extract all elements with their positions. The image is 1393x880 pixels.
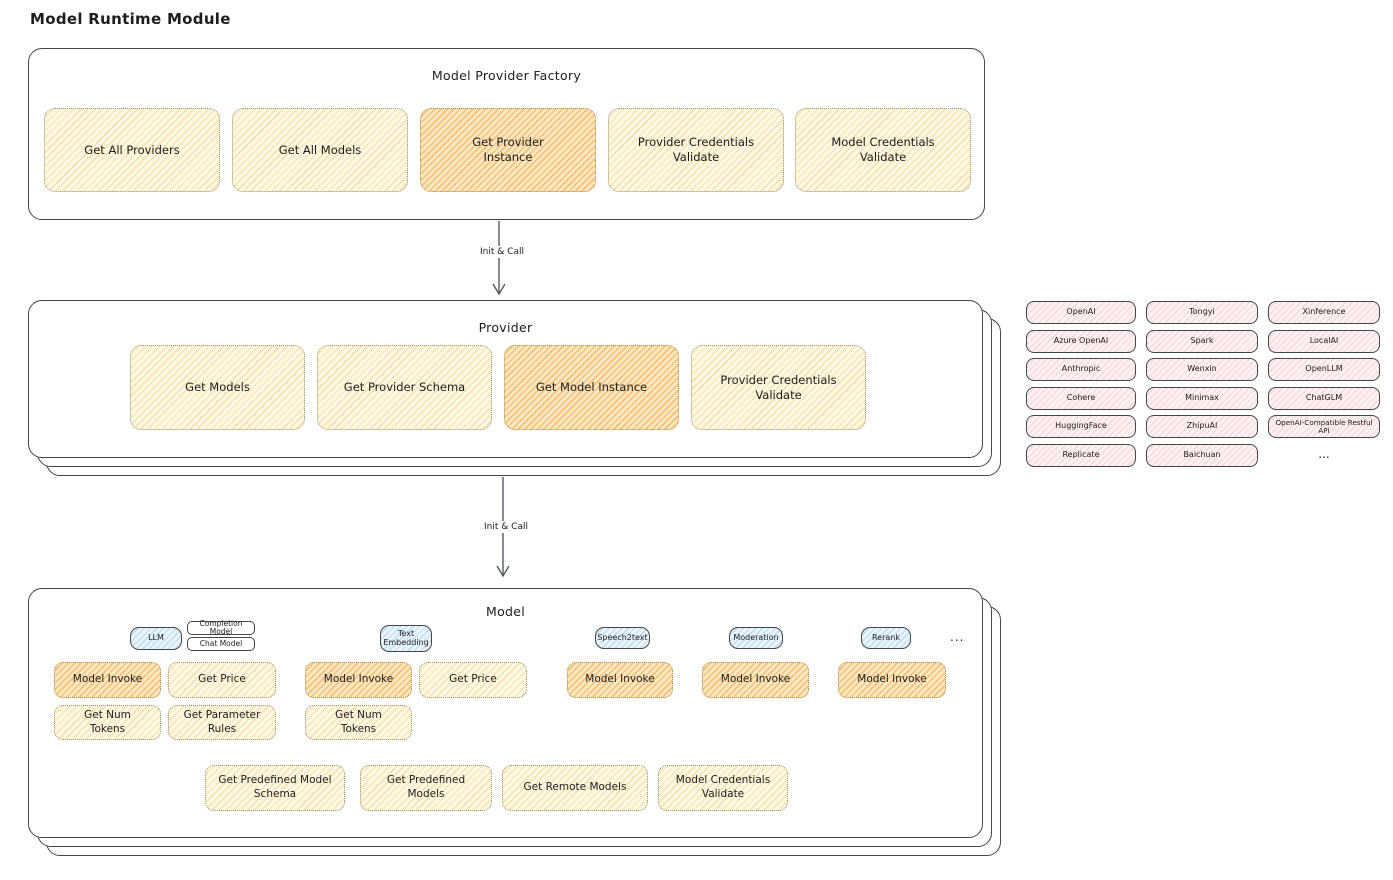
node-get-provider-instance: Get Provider Instance (420, 108, 596, 192)
provider-pill-azure-openai: Azure OpenAI (1026, 329, 1136, 353)
node-label: Get Price (449, 673, 497, 686)
factory-title: Model Provider Factory (431, 68, 582, 83)
node-label: Model Invoke (72, 673, 143, 686)
arrow-label-init-call-2: Init & Call (474, 521, 538, 533)
node-get-remote-models: Get Remote Models (502, 765, 648, 811)
tag-text-embedding: Text Embedding (380, 625, 432, 652)
node-get-all-models: Get All Models (232, 108, 408, 192)
provider-pill-localai: LocalAI (1268, 329, 1380, 353)
node-model-credentials-validate-2: Model Credentials Validate (658, 765, 788, 811)
node-label: Provider Credentials Validate (720, 372, 837, 402)
provider-pill-chatglm: ChatGLM (1268, 386, 1380, 410)
node-model-invoke-llm: Model Invoke (54, 662, 161, 698)
provider-pill-openai-compatible: OpenAI-Compatible Restful API (1268, 415, 1380, 438)
tag-speech2text: Speech2text (595, 627, 650, 649)
provider-pill-minimax: Minimax (1146, 386, 1258, 410)
tag-llm: LLM (130, 627, 182, 650)
node-label: Get Num Tokens (84, 708, 131, 735)
node-label: Model Credentials Validate (675, 774, 771, 800)
node-get-all-providers: Get All Providers (44, 108, 220, 192)
node-model-credentials-validate: Model Credentials Validate (795, 108, 971, 192)
node-get-predefined-model-schema: Get Predefined Model Schema (205, 765, 345, 811)
tags-more-ellipsis: ... (950, 630, 965, 644)
node-label: Model Invoke (323, 673, 394, 686)
node-model-invoke-rerank: Model Invoke (838, 662, 946, 698)
provider-pill-baichuan: Baichuan (1146, 443, 1258, 467)
provider-pill-anthropic: Anthropic (1026, 358, 1136, 381)
node-get-price-embedding: Get Price (419, 662, 527, 698)
node-label: Model Invoke (585, 673, 655, 686)
node-label: Get Predefined Models (386, 774, 466, 800)
node-label: Get Provider Schema (343, 380, 466, 395)
node-model-invoke-embedding: Model Invoke (305, 662, 412, 698)
node-label: Get Num Tokens (335, 708, 382, 735)
node-get-model-instance: Get Model Instance (504, 345, 679, 430)
provider-title: Provider (478, 320, 533, 335)
provider-pill-spark: Spark (1146, 329, 1258, 353)
node-get-num-tokens-llm: Get Num Tokens (54, 705, 161, 740)
node-label: Get Provider Instance (472, 135, 544, 164)
page-title: Model Runtime Module (30, 10, 231, 28)
tag-chat-model: Chat Model (187, 637, 255, 651)
node-label: Get Models (185, 380, 250, 395)
node-model-invoke-moderation: Model Invoke (702, 662, 809, 698)
node-label: Model Credentials Validate (831, 135, 935, 164)
node-label: Provider Credentials Validate (637, 135, 755, 164)
providers-grid: OpenAI Tongyi Xinference Azure OpenAI Sp… (1026, 301, 1380, 467)
provider-pill-zhipuai: ZhipuAI (1146, 415, 1258, 438)
node-get-num-tokens-embedding: Get Num Tokens (305, 705, 412, 740)
node-get-provider-schema: Get Provider Schema (317, 345, 492, 430)
provider-pill-tongyi: Tongyi (1146, 301, 1258, 324)
node-get-predefined-models: Get Predefined Models (360, 765, 492, 811)
provider-pill-replicate: Replicate (1026, 443, 1136, 467)
node-get-price-llm: Get Price (168, 662, 276, 698)
provider-pill-xinference: Xinference (1268, 301, 1380, 324)
provider-pill-more: ... (1318, 447, 1330, 462)
node-label: Get Predefined Model Schema (218, 774, 332, 800)
provider-pill-cohere: Cohere (1026, 386, 1136, 410)
node-get-parameter-rules: Get Parameter Rules (168, 705, 276, 740)
node-label: Get Parameter Rules (183, 708, 261, 735)
node-label: Get All Providers (84, 142, 180, 157)
arrow-factory-to-provider (492, 221, 506, 296)
tag-moderation: Moderation (729, 627, 783, 649)
tag-rerank: Rerank (861, 627, 911, 649)
node-label: Get Remote Models (523, 781, 627, 794)
node-model-invoke-speech2text: Model Invoke (567, 662, 673, 698)
node-get-models: Get Models (130, 345, 305, 430)
node-label: Get All Models (278, 142, 362, 157)
provider-pill-openllm: OpenLLM (1268, 358, 1380, 381)
node-label: Model Invoke (720, 673, 791, 686)
node-provider-credentials-validate: Provider Credentials Validate (608, 108, 784, 192)
node-label: Get Price (198, 673, 246, 686)
arrow-label-init-call-1: Init & Call (470, 246, 534, 258)
model-title: Model (485, 604, 526, 619)
node-label: Get Model Instance (535, 380, 648, 395)
provider-pill-wenxin: Wenxin (1146, 358, 1258, 381)
node-label: Model Invoke (857, 673, 927, 686)
node-provider-credentials-validate-2: Provider Credentials Validate (691, 345, 866, 430)
provider-pill-openai: OpenAI (1026, 301, 1136, 324)
tag-completion-model: Completion Model (187, 619, 255, 636)
provider-pill-huggingface: HuggingFace (1026, 415, 1136, 438)
